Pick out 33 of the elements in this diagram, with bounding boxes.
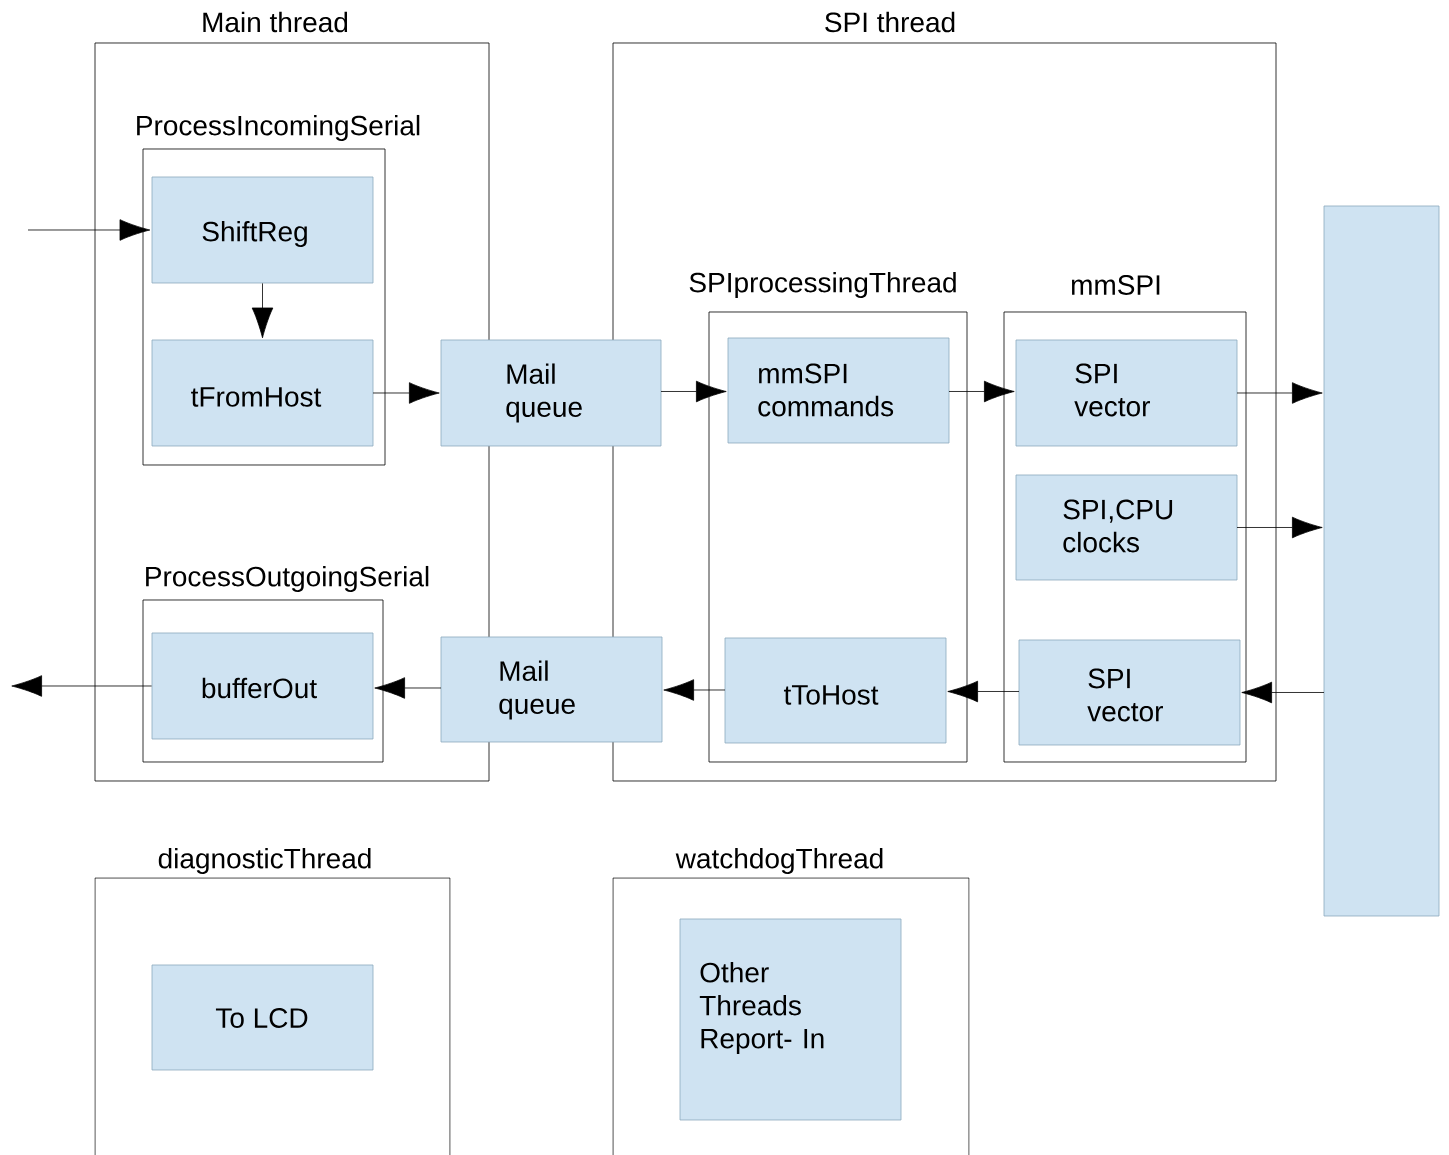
frame-title: SPI thread: [825, 11, 955, 33]
process-box: ShiftReg: [151, 176, 374, 284]
arrow: [948, 380, 1015, 403]
arrow: [27, 219, 151, 241]
process-box: bufferOut: [151, 632, 374, 740]
process-box: mmSPI commands: [727, 337, 950, 444]
arrow: [1236, 382, 1323, 404]
frame-title: mmSPI: [1072, 275, 1160, 295]
process-box: Mail queue: [440, 636, 663, 743]
arrow: [663, 679, 726, 701]
frame-title: SPIprocessingThread: [689, 271, 956, 299]
process-box: Other Threads Report- In: [679, 918, 902, 1121]
frame-title: Main thread: [203, 11, 348, 33]
process-box: tToHost: [724, 637, 947, 744]
arrow: [947, 680, 1020, 703]
process-box: To LCD: [151, 964, 374, 1071]
process-box: Mail queue: [440, 339, 662, 447]
process-box: tFromHost: [151, 339, 374, 447]
process-box: SPI vector: [1018, 639, 1241, 746]
process-box: SPI vector: [1015, 339, 1238, 447]
arrow: [11, 675, 152, 697]
arrow: [374, 677, 442, 699]
arrow: [1241, 681, 1325, 704]
frame-title: diagnosticThread: [158, 847, 371, 875]
frame-title: ProcessOutgoingSerial: [146, 565, 429, 593]
arrow: [372, 382, 440, 404]
arrow: [1236, 516, 1323, 539]
frame-title: watchdogThread: [675, 847, 883, 875]
device-bar: [1323, 205, 1440, 917]
process-box: SPI,CPU clocks: [1015, 474, 1238, 581]
arrow: [251, 283, 274, 339]
frame-title: ProcessIncomingSerial: [137, 114, 420, 142]
arrow: [660, 380, 727, 403]
